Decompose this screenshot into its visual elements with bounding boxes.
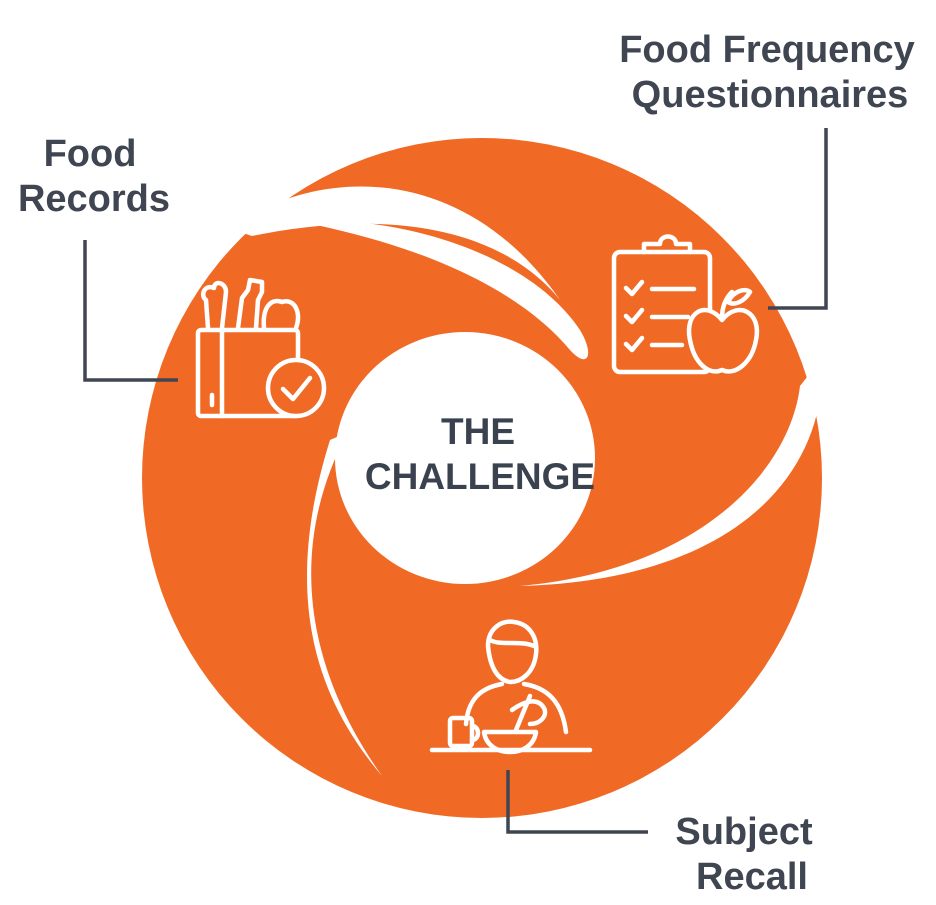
subject-recall-leader bbox=[506, 770, 648, 834]
person-eating-icon bbox=[429, 619, 593, 755]
ffq-leader bbox=[768, 128, 828, 310]
swirl-gap-top-inner bbox=[232, 215, 589, 360]
swirl-gap-top bbox=[228, 186, 560, 300]
ffq-label-line1: Food Frequency bbox=[619, 29, 915, 71]
food-records-label-line2: Records bbox=[18, 178, 170, 220]
center-title-line1: THE bbox=[441, 411, 515, 452]
food-records-leader bbox=[83, 240, 178, 382]
food-records-label-line1: Food bbox=[44, 133, 137, 175]
center-hole bbox=[335, 332, 595, 584]
clipboard-apple-icon bbox=[611, 234, 760, 375]
subject-recall-label-line2: Recall bbox=[696, 856, 808, 898]
center-title-line2: CHALLENGE bbox=[365, 456, 595, 497]
subject-recall-label-line1: Subject bbox=[675, 811, 813, 853]
ffq-label-line2: Questionnaires bbox=[632, 74, 909, 116]
groceries-checklist-icon bbox=[195, 277, 327, 419]
